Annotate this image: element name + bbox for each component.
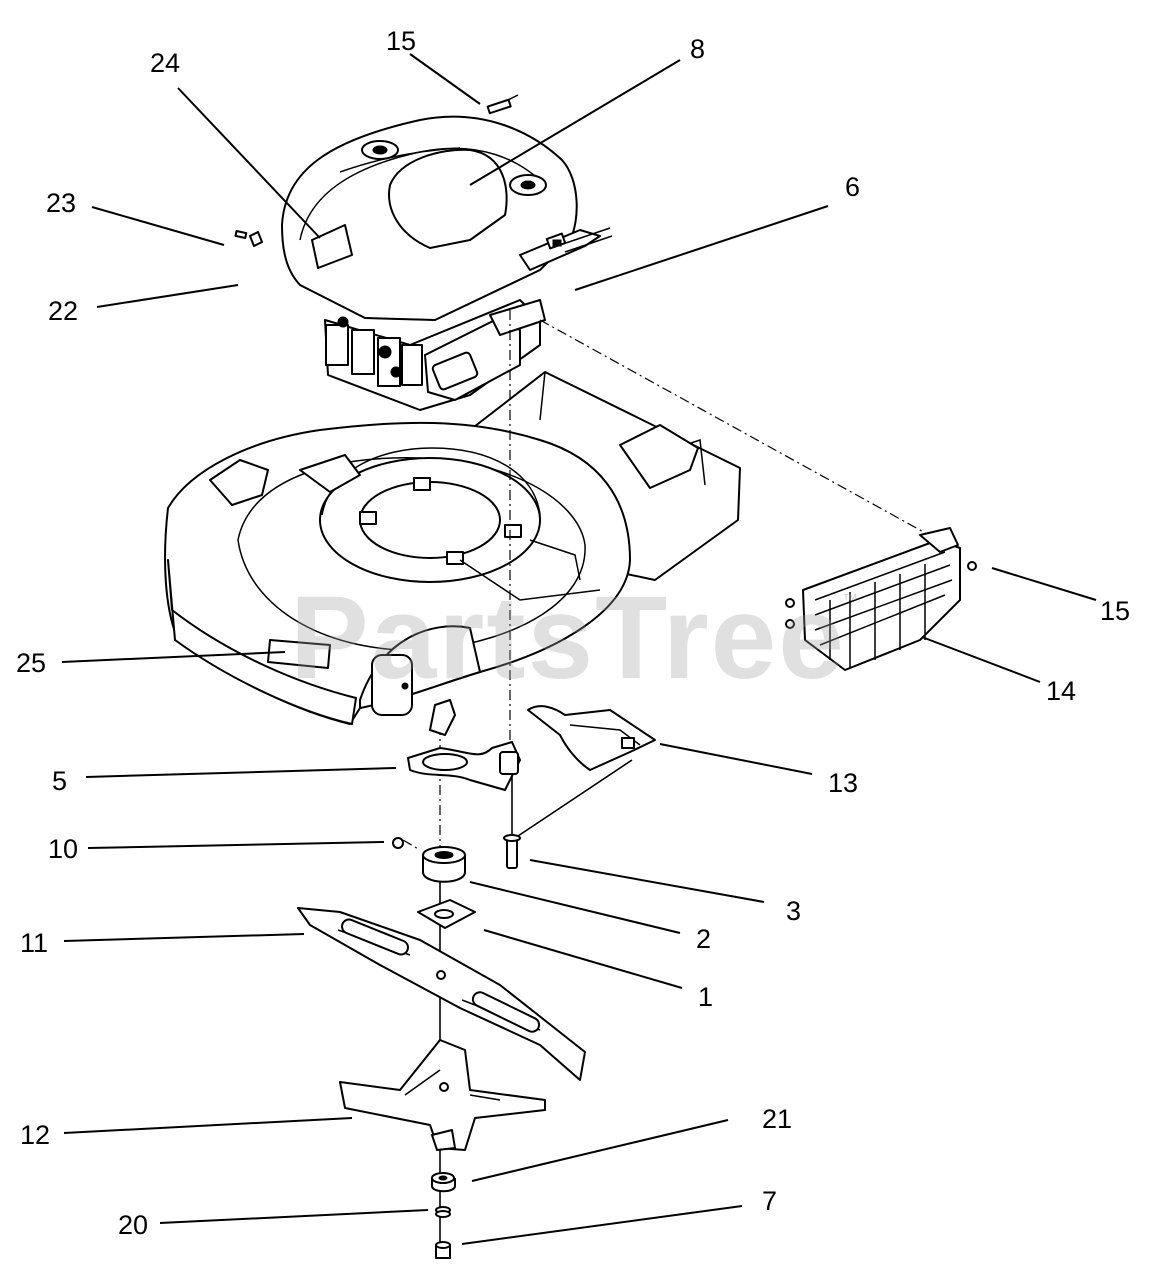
callout-8: 8 xyxy=(690,34,706,64)
callout-22: 22 xyxy=(48,296,79,326)
callout-3: 3 xyxy=(786,896,802,926)
mower-blade xyxy=(297,907,586,1081)
spark-plug-wire xyxy=(486,94,519,115)
bracket-part xyxy=(407,699,521,791)
callout-14: 14 xyxy=(1046,676,1077,706)
blade-adapter-stack xyxy=(417,846,476,929)
callout-11: 11 xyxy=(20,928,49,958)
screw-and-clip xyxy=(234,230,263,247)
callout-23: 23 xyxy=(46,188,77,218)
callout-25: 25 xyxy=(16,648,47,678)
blade-bolt-stack xyxy=(431,1172,456,1259)
plate-part xyxy=(527,705,656,771)
fasteners-upper xyxy=(392,834,521,869)
rear-guard xyxy=(785,527,977,671)
callout-20: 20 xyxy=(118,1210,149,1240)
callout-7: 7 xyxy=(762,1186,778,1216)
callout-leader-lines xyxy=(61,53,1097,1245)
partstree-watermark: PartsTree xyxy=(290,572,846,704)
trademark-mark: ™ xyxy=(842,592,858,609)
callout-15: 15 xyxy=(1100,596,1131,626)
mower-deck-housing xyxy=(164,371,741,725)
callout-10: 10 xyxy=(48,834,79,864)
engine-assembly xyxy=(281,115,613,411)
callout-6: 15 xyxy=(386,26,417,56)
callout-1: 1 xyxy=(698,982,714,1012)
mulching-blade-accessory xyxy=(339,1039,546,1151)
callout-4: 5 xyxy=(52,766,68,796)
callout-5: 6 xyxy=(845,172,861,202)
callout-12: 12 xyxy=(20,1120,51,1150)
callout-13: 13 xyxy=(828,768,859,798)
callout-2: 2 xyxy=(696,924,712,954)
callout-24: 24 xyxy=(150,48,181,78)
callout-21: 21 xyxy=(762,1104,793,1134)
